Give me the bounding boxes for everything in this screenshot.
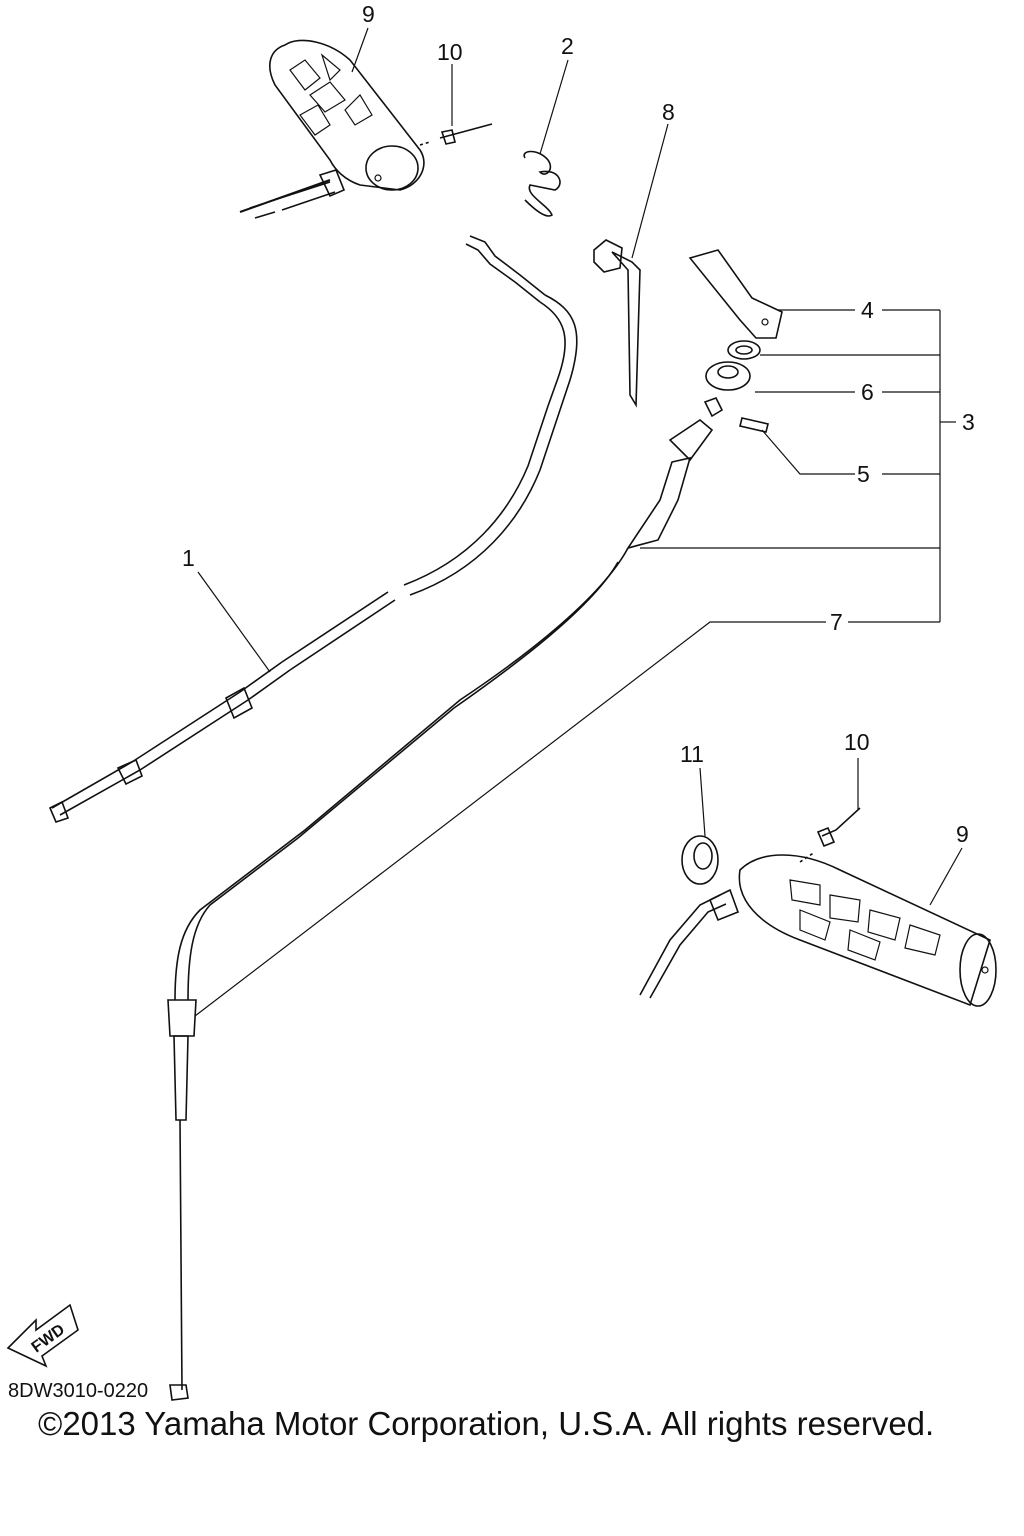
- pin-bottom: [799, 807, 861, 863]
- callout-11: 11: [680, 741, 704, 767]
- lever-part-4: [688, 249, 783, 339]
- grip-bottom-right: [639, 854, 997, 1007]
- clip-part-2: [523, 150, 561, 217]
- callout-2: 2: [561, 33, 574, 59]
- copyright-notice: ©2013 Yamaha Motor Corporation, U.S.A. A…: [38, 1405, 935, 1442]
- cable-part-1: [48, 235, 578, 823]
- callout-10-bottom: 10: [844, 729, 870, 755]
- grip-top-left: [239, 39, 425, 219]
- callout-4: 4: [861, 297, 874, 323]
- callout-6: 6: [861, 379, 874, 405]
- fwd-arrow-icon: FWD: [6, 1303, 79, 1368]
- washer-part-11: [681, 835, 719, 885]
- callout-9-top: 9: [362, 1, 375, 27]
- pin-top: [419, 123, 493, 146]
- callout-8: 8: [662, 99, 675, 125]
- pin-part-5: [739, 417, 769, 433]
- leader-lines: [194, 27, 963, 1017]
- washers: [705, 340, 761, 391]
- cable-end-upper: [626, 397, 724, 550]
- callout-7: 7: [830, 609, 843, 635]
- callout-5: 5: [857, 461, 870, 487]
- callout-3: 3: [962, 409, 975, 435]
- pin-part-8: [593, 239, 641, 408]
- callout-9-bottom: 9: [956, 821, 969, 847]
- callout-10-top: 10: [437, 39, 463, 65]
- cable-part-7: [167, 547, 629, 1401]
- callout-1: 1: [182, 545, 195, 571]
- diagram-code: 8DW3010-0220: [8, 1380, 149, 1402]
